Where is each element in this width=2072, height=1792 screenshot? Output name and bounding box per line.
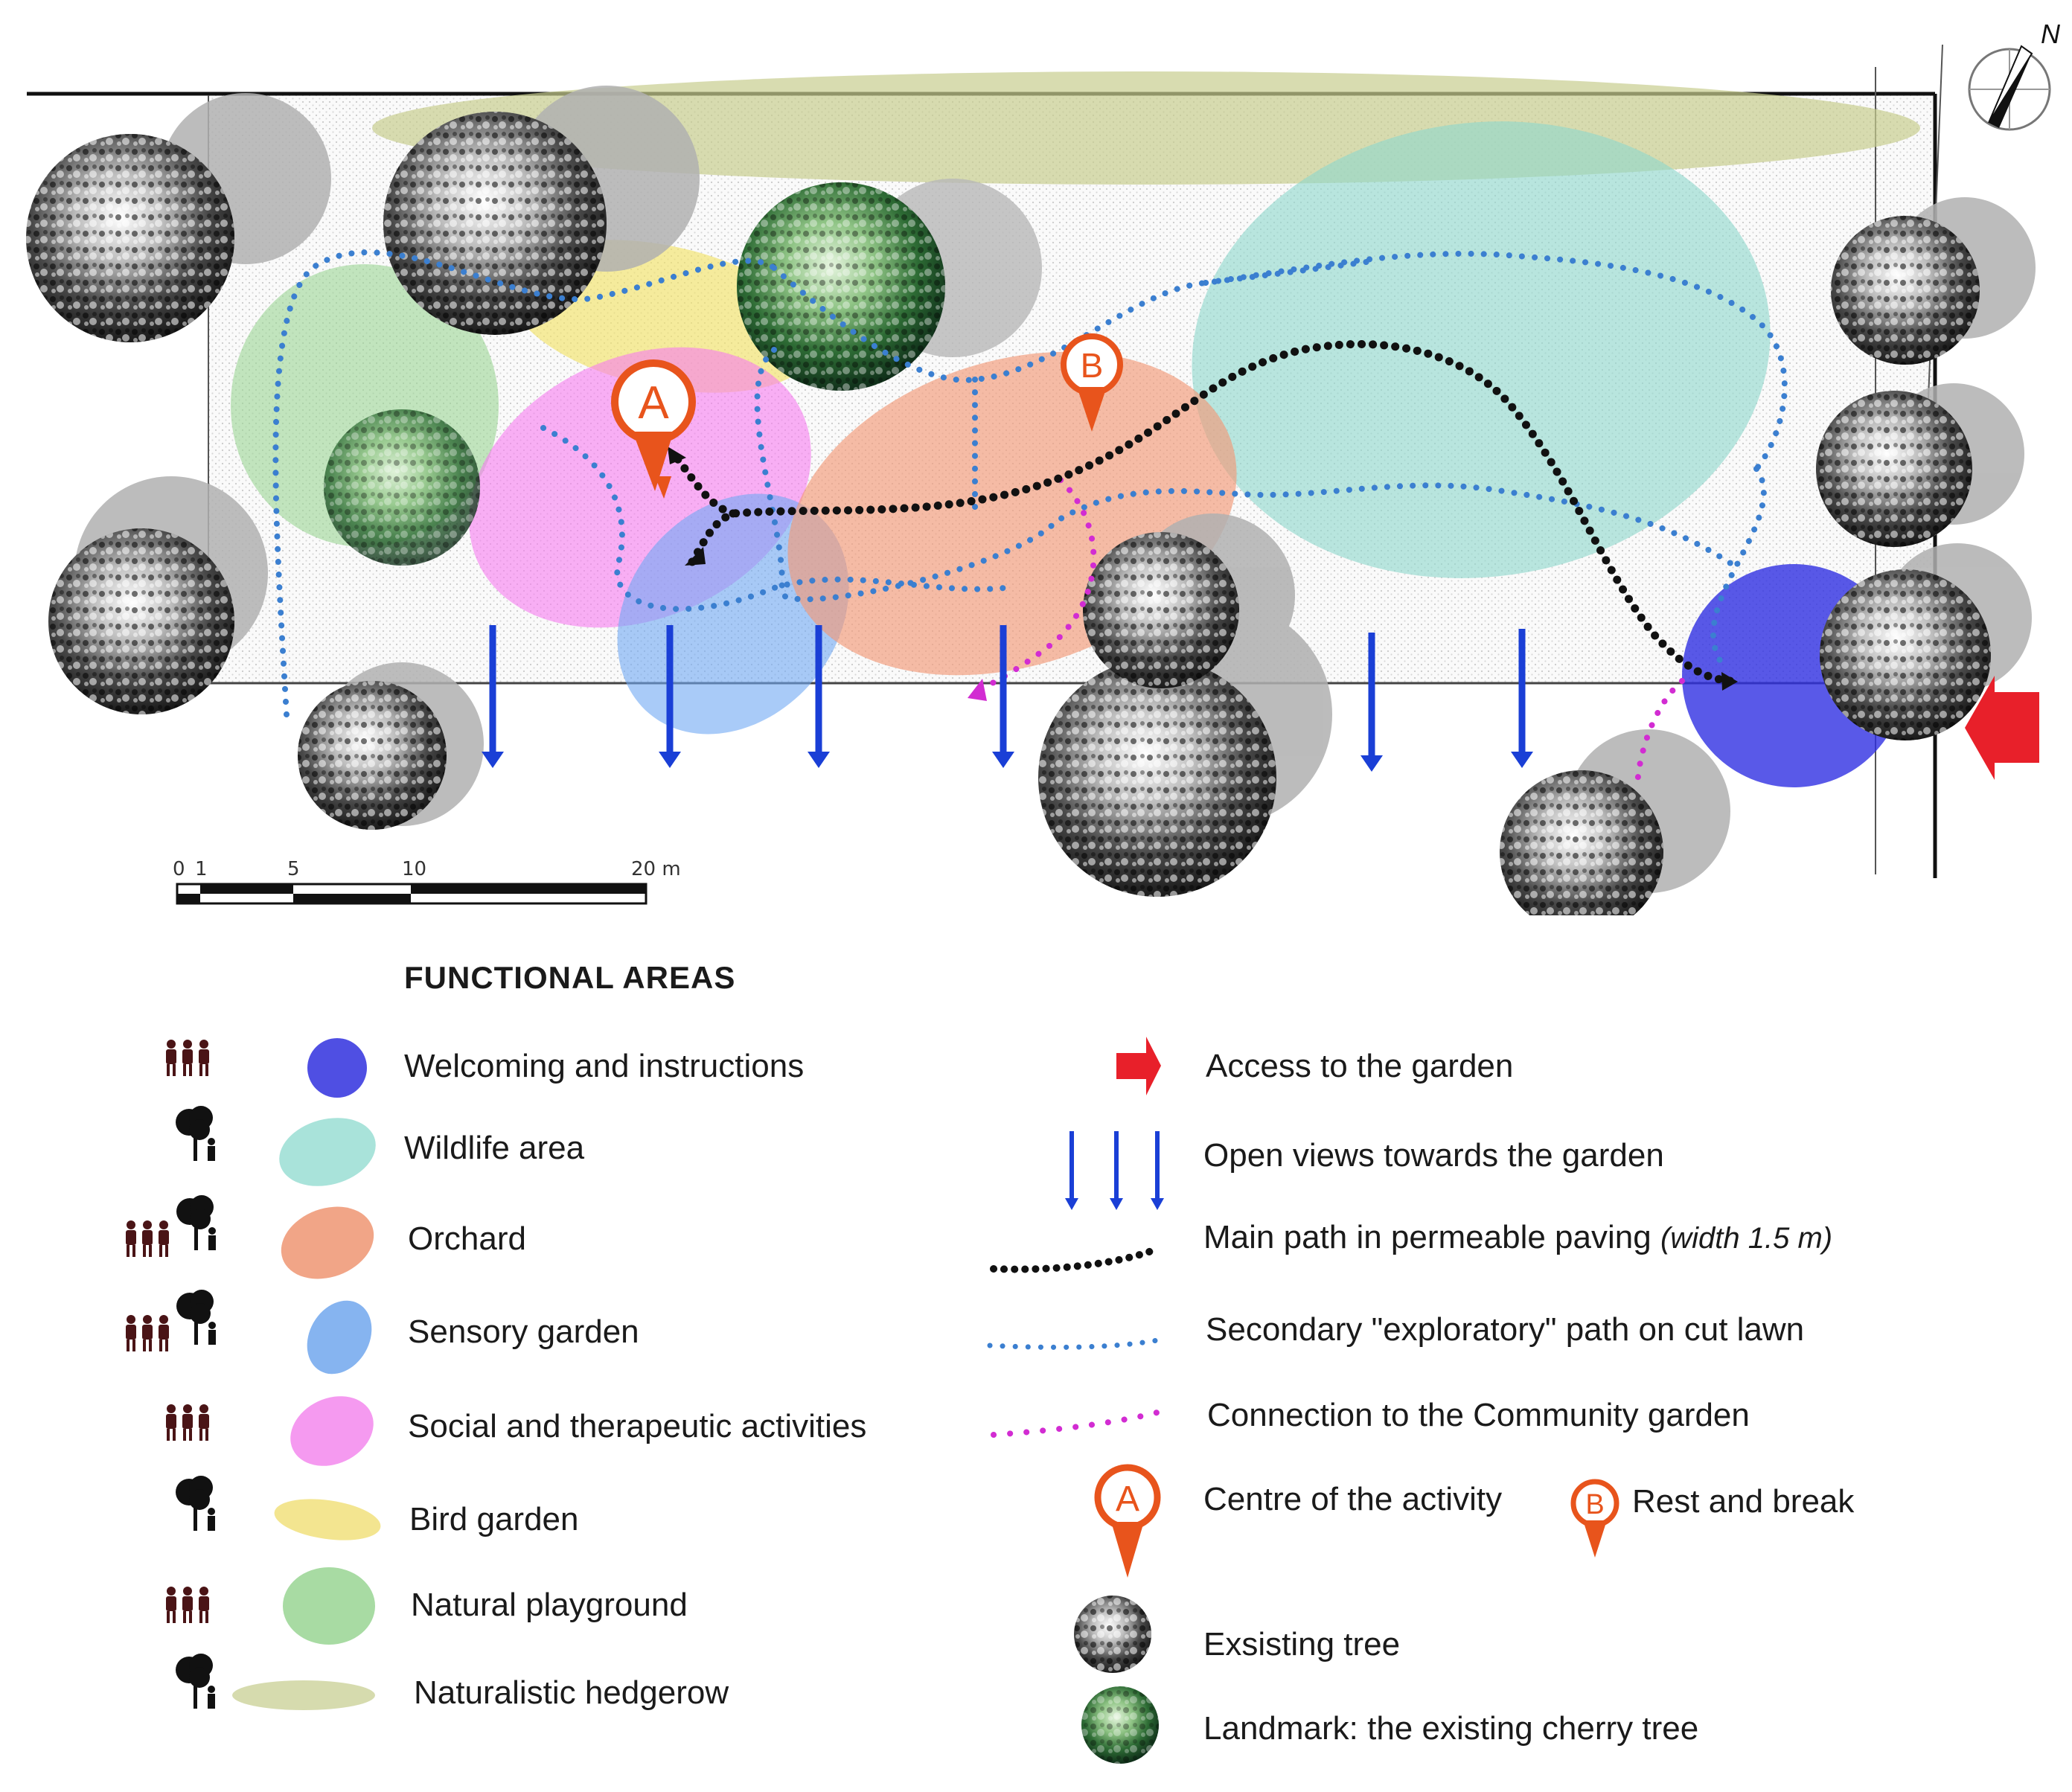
scale-label-10: 10 <box>402 858 426 880</box>
swatch-hedgerow <box>232 1680 375 1710</box>
scale-label-0: 0 <box>173 858 185 880</box>
scale-bar: 0 1 5 10 20 m <box>173 858 681 905</box>
legend-access-label: Access to the garden <box>1206 1048 1514 1084</box>
legend-rest-label: Rest and break <box>1632 1483 1855 1520</box>
marker-a: A <box>611 359 696 499</box>
legend-views-label: Open views towards the garden <box>1203 1137 1664 1174</box>
swatch-sensory <box>307 1300 372 1375</box>
legend-main-path-text: Main path in permeable paving <box>1203 1219 1651 1255</box>
legend-connection-path <box>991 1409 1160 1438</box>
legend-view-arrows <box>1065 1131 1164 1210</box>
legend-main-path <box>990 1245 1161 1273</box>
community-connection <box>972 477 1685 792</box>
legend-marker-a: A <box>1094 1464 1161 1578</box>
legend-secondary-path <box>987 1337 1164 1350</box>
users-icon-welcoming <box>166 1040 209 1076</box>
legend-main-path-note: (width 1.5 m) <box>1660 1222 1833 1255</box>
users-icon-wildlife <box>176 1106 215 1161</box>
legend-area-swatches <box>232 1038 381 1710</box>
legend-area-social: Social and therapeutic activities <box>408 1408 867 1444</box>
legend-marker-a-letter: A <box>1116 1479 1139 1519</box>
legend-area-wildlife: Wildlife area <box>404 1130 585 1166</box>
legend-area-welcoming: Welcoming and instructions <box>404 1048 805 1084</box>
legend-marker-b-letter: B <box>1585 1489 1604 1520</box>
scale-label-5: 5 <box>287 858 300 880</box>
swatch-bird <box>274 1499 381 1540</box>
main-path-arrowheads <box>668 447 1738 691</box>
wildlife-area <box>1192 121 1771 578</box>
users-icon-hedgerow <box>176 1654 215 1709</box>
legend-access-arrow <box>1116 1037 1161 1095</box>
scale-label-20: 20 m <box>631 858 681 880</box>
marker-b: B <box>1061 333 1123 432</box>
scale-label-1: 1 <box>195 858 208 880</box>
users-icon-social <box>166 1404 209 1441</box>
garden-plan-map: A B N 0 1 5 10 20 m <box>26 19 2061 915</box>
legend-secondary-path-label: Secondary "exploratory" path on cut lawn <box>1206 1311 1805 1348</box>
swatch-wildlife <box>279 1118 376 1186</box>
legend-area-hedgerow: Naturalistic hedgerow <box>414 1674 729 1711</box>
legend-centre-label: Centre of the activity <box>1203 1481 1503 1517</box>
legend-area-bird: Bird garden <box>409 1501 579 1537</box>
users-icon-orchard <box>126 1195 216 1257</box>
users-icon-playground <box>166 1587 209 1623</box>
marker-a-letter: A <box>638 377 669 429</box>
north-arrow: N <box>1968 19 2061 131</box>
swatch-welcoming <box>307 1038 367 1098</box>
users-icon-sensory <box>126 1290 216 1351</box>
legend-area-orchard: Orchard <box>408 1220 526 1257</box>
main-path <box>669 339 1735 685</box>
swatch-playground <box>283 1567 375 1645</box>
access-arrow <box>1965 676 2039 780</box>
legend-landmark-icon <box>1081 1686 1159 1764</box>
legend-tree-label: Exsisting tree <box>1203 1626 1401 1663</box>
legend-tree-icon <box>1074 1596 1151 1673</box>
legend-main-path-label: Main path in permeable paving (width 1.5… <box>1203 1219 1832 1256</box>
tree-canopy <box>26 112 1991 915</box>
legend-symbols: A <box>987 1037 1164 1764</box>
existing-trees <box>26 86 2036 915</box>
north-label: N <box>2041 19 2061 49</box>
connection-arrowhead <box>968 679 987 701</box>
legend-area-playground: Natural playground <box>411 1587 688 1623</box>
legend-title: FUNCTIONAL AREAS <box>404 960 736 995</box>
legend-marker-b: B <box>1570 1479 1619 1558</box>
view-arrows <box>482 625 1533 772</box>
legend-area-sensory: Sensory garden <box>408 1313 639 1350</box>
swatch-orchard <box>281 1206 374 1279</box>
landmark-cherry-tree <box>737 179 1042 391</box>
legend-landmark-label: Landmark: the existing cherry tree <box>1203 1710 1699 1747</box>
legend-user-icons <box>112 1034 216 1709</box>
swatch-social <box>290 1396 374 1466</box>
marker-b-letter: B <box>1081 346 1104 385</box>
users-icon-bird <box>176 1476 215 1531</box>
legend-connection-label: Connection to the Community garden <box>1207 1397 1750 1433</box>
